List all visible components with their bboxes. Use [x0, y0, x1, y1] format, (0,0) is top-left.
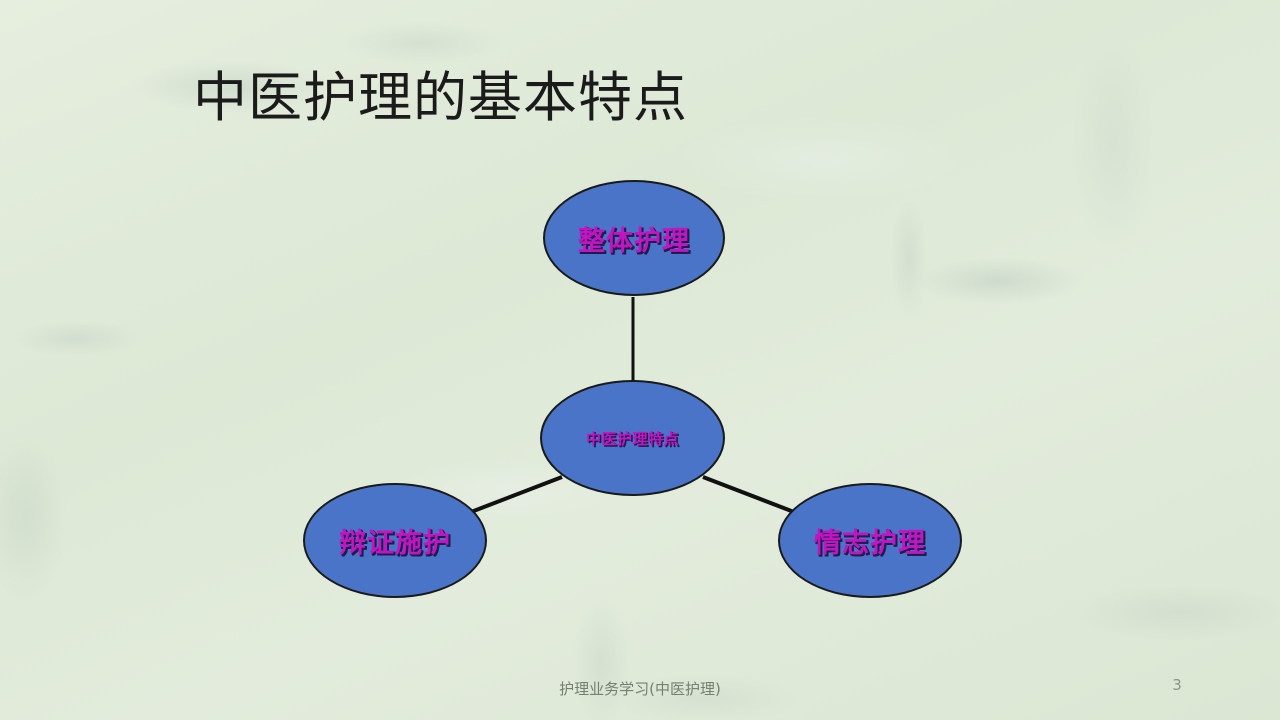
diagram-node-top-label: 整体护理 — [578, 225, 690, 257]
slide-page-number: 3 — [1172, 676, 1182, 694]
diagram-node-bottom-left[interactable]: 辩证施护 — [303, 483, 487, 598]
diagram-node-top[interactable]: 整体护理 — [543, 180, 725, 296]
connector-center-to-bottom-right — [702, 475, 795, 514]
diagram-node-bottom-right-label: 情志护理 — [814, 528, 926, 559]
slide-footer: 护理业务学习(中医护理) — [559, 680, 721, 698]
diagram-node-bottom-left-label: 辩证施护 — [339, 528, 451, 559]
connector-center-to-bottom-left — [470, 475, 563, 514]
diagram-node-bottom-right[interactable]: 情志护理 — [778, 483, 962, 598]
diagram-node-center[interactable]: 中医护理特点 — [540, 380, 725, 496]
diagram-node-center-label: 中医护理特点 — [585, 429, 679, 448]
page-title: 中医护理的基本特点 — [193, 66, 688, 129]
